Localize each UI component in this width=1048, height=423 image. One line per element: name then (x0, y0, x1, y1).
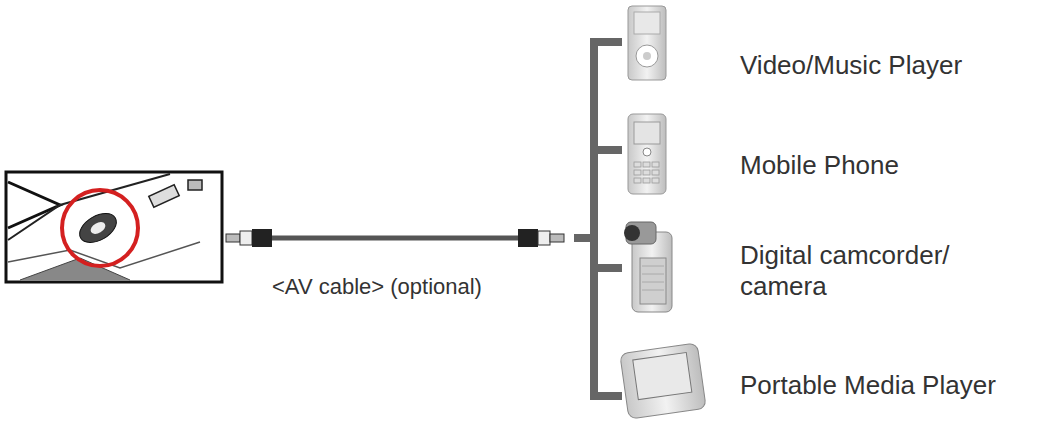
media-player-icon (620, 343, 706, 419)
highlight-circle (62, 190, 138, 266)
av-cable (226, 229, 564, 247)
cable-label: <AV cable> (optional) (272, 274, 482, 300)
mobile-phone-icon (628, 114, 666, 194)
music-player-icon (628, 6, 666, 80)
camcorder-icon (624, 222, 672, 312)
device-label: Video/Music Player (740, 50, 962, 81)
bracket (574, 42, 622, 396)
device-label: Digital camcorder/ camera (740, 240, 1000, 302)
device-label: Mobile Phone (740, 150, 899, 181)
device-closeup (6, 172, 222, 282)
device-label: Portable Media Player (740, 370, 996, 401)
